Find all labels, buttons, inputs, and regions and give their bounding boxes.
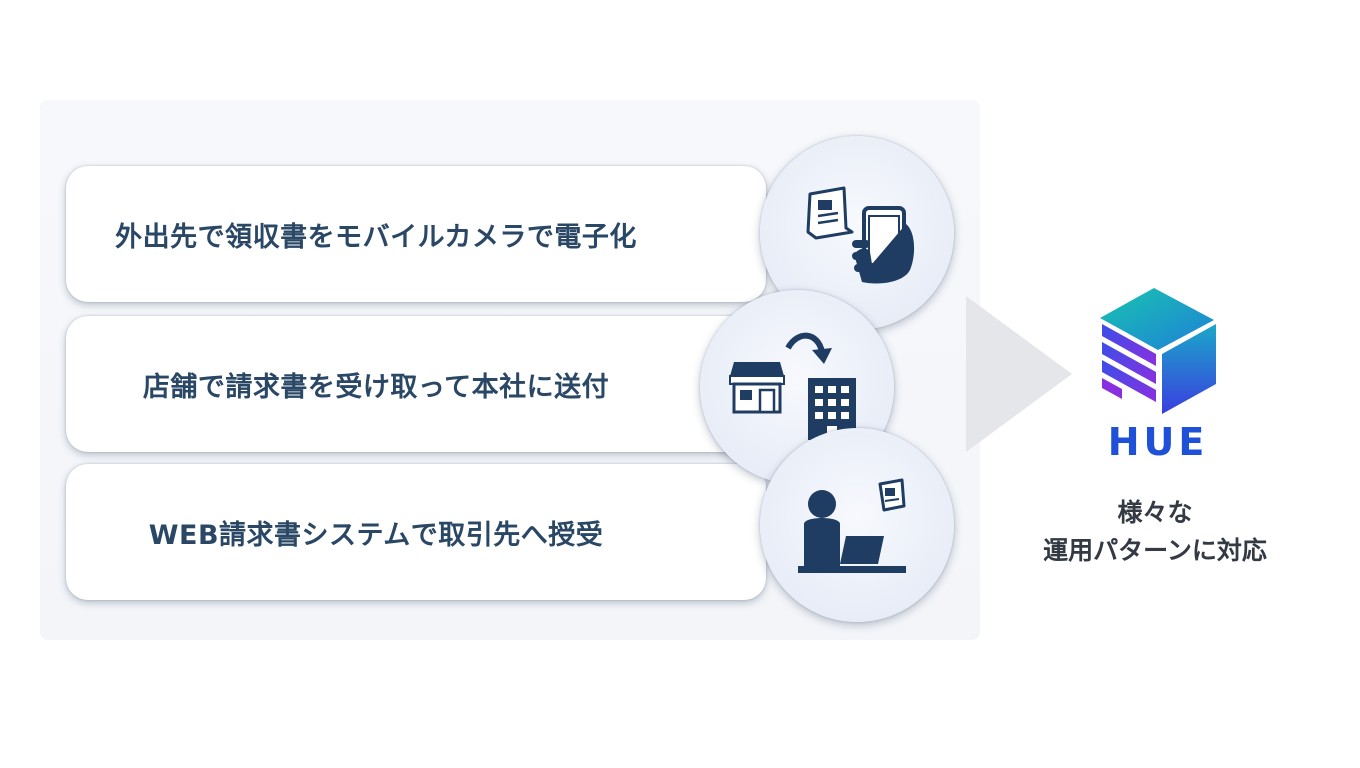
hue-cube-logo (1100, 288, 1216, 414)
method-card-mobile: 外出先で領収書をモバイルカメラで電子化 (66, 166, 766, 302)
person-laptop-icon (760, 428, 954, 622)
method-text-store: 店舗で請求書を受け取って本社に送付 (142, 371, 610, 403)
method-text-mobile: 外出先で領収書をモバイルカメラで電子化 (115, 221, 637, 253)
method-card-web: WEB請求書システムで取引先へ授受 (66, 464, 766, 600)
brand-name: HUE (1107, 420, 1209, 464)
method-text-web: WEB請求書システムで取引先へ授受 (148, 519, 604, 551)
play-arrow-icon (966, 296, 1072, 452)
caption-line-2: 運用パターンに対応 (1043, 536, 1267, 565)
method-card-store: 店舗で請求書を受け取って本社に送付 (66, 316, 766, 452)
caption-line-1: 様々な (1117, 498, 1193, 527)
caption: 様々な 運用パターンに対応 (1000, 494, 1310, 570)
